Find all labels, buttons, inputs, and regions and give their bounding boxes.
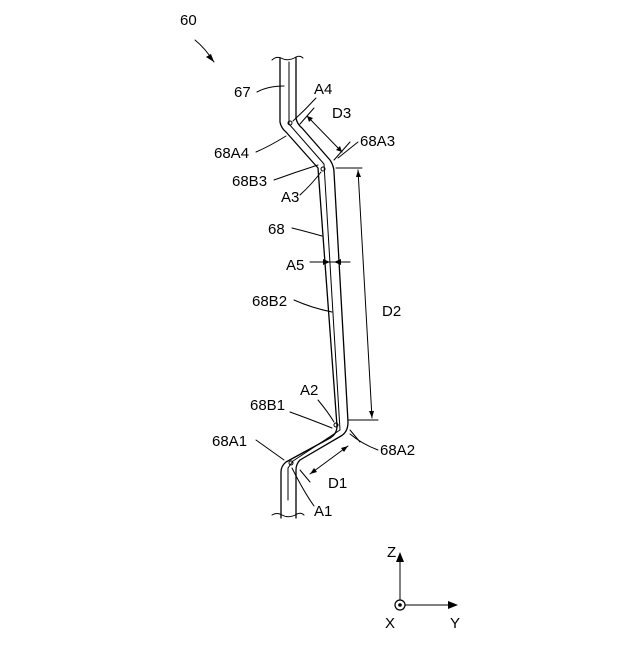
plate-member	[272, 56, 348, 518]
label-d1: D1	[328, 475, 347, 492]
z-axis-arrowhead	[396, 552, 404, 562]
plate-left-edge	[280, 58, 337, 518]
label-68b3: 68B3	[232, 173, 267, 190]
label-a1: A1	[314, 503, 332, 520]
label-68a1: 68A1	[212, 433, 247, 450]
dim-a5-arrow-right	[334, 259, 341, 265]
top-break-line	[272, 56, 303, 60]
plate-right-edge	[296, 58, 348, 518]
leader-68a2	[350, 434, 378, 450]
label-67: 67	[234, 84, 251, 101]
leader-68b2	[294, 300, 332, 312]
coordinate-axes: Z X Y	[385, 544, 460, 632]
dim-a5-arrow-left	[323, 259, 330, 265]
label-68a3: 68A3	[360, 133, 395, 150]
x-axis-dot-icon	[398, 603, 402, 607]
y-axis-arrowhead	[448, 601, 458, 609]
dim-d1-ext-start	[300, 470, 310, 482]
label-a5: A5	[286, 257, 304, 274]
label-68: 68	[268, 221, 285, 238]
label-68b2: 68B2	[252, 293, 287, 310]
dim-d1-arrow-start	[310, 468, 317, 474]
axis-label-z: Z	[387, 544, 396, 561]
leader-68	[292, 228, 322, 236]
label-68a2: 68A2	[380, 442, 415, 459]
leader-68a1	[256, 440, 284, 460]
leader-68b3	[274, 165, 318, 180]
dim-d1-arrow-end	[341, 446, 348, 452]
leader-a3	[300, 172, 321, 195]
dim-d2-line	[358, 170, 372, 418]
bottom-break-line	[272, 513, 304, 517]
axis-label-x: X	[385, 615, 395, 632]
plate-inner-layer	[288, 62, 340, 500]
dim-d3-ext-end	[334, 142, 350, 160]
ref-arrowhead	[206, 54, 214, 62]
leader-68a4	[256, 136, 286, 152]
figure-ref-label: 60	[180, 12, 197, 29]
label-68b1: 68B1	[250, 397, 285, 414]
leader-68b1	[290, 412, 332, 428]
label-68a4: 68A4	[214, 145, 249, 162]
leader-a2	[318, 400, 334, 422]
label-a3: A3	[281, 189, 299, 206]
dim-d1-ext-end	[350, 430, 360, 442]
label-a2: A2	[300, 382, 318, 399]
label-a4: A4	[314, 81, 332, 98]
label-d2: D2	[382, 303, 401, 320]
axis-label-y: Y	[450, 615, 460, 632]
label-d3: D3	[332, 105, 351, 122]
